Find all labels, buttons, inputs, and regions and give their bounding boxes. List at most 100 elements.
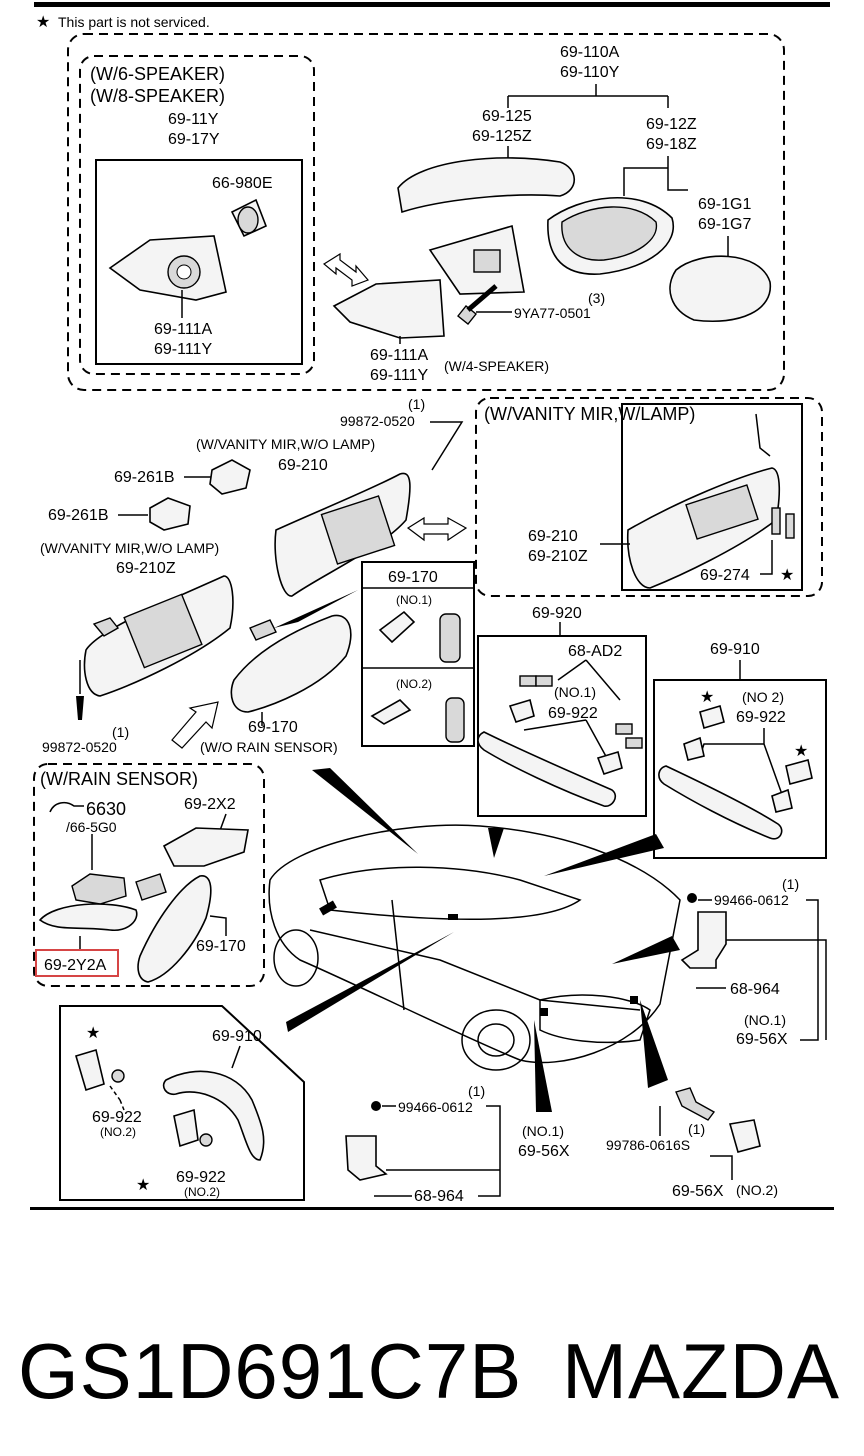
- rain-sensor-part: [71, 873, 127, 905]
- double-arrow-a: [322, 252, 370, 287]
- bracket-part-a: [680, 911, 727, 969]
- bolt-part-b: [675, 1087, 716, 1121]
- label-9YA77-0501: 9YA77-0501: [514, 305, 591, 321]
- bottom-rule: [30, 1207, 834, 1210]
- lamp-bulb-b: [785, 513, 795, 539]
- label-69-922-d: 69-922: [176, 1169, 226, 1186]
- grip-clip-910-d: [771, 788, 793, 813]
- label-no2-a: (NO.2): [396, 677, 432, 691]
- speaker-inner-box: [95, 159, 303, 365]
- connector-icon: [49, 801, 84, 813]
- label-69-56X-a: 69-56X: [736, 1031, 788, 1048]
- callout-wedge-2: [488, 828, 504, 858]
- grip-clip-910-c: [785, 759, 813, 785]
- label-qty-3: (3): [588, 290, 605, 306]
- label-69-920: 69-920: [532, 605, 582, 622]
- label-69-210Z: 69-210Z: [116, 560, 176, 577]
- assist-grip-910-part: [658, 765, 783, 840]
- label-69-56X-c: 69-56X: [672, 1183, 724, 1200]
- callout-wedge-6: [534, 1020, 552, 1112]
- label-no1-b: (NO.1): [554, 684, 596, 700]
- label-vanity-w-lamp: (W/VANITY MIR,W/LAMP): [484, 404, 695, 424]
- assist-grip-910-box: [653, 679, 827, 859]
- label-68-964-a: 68-964: [730, 981, 780, 998]
- label-no2-c: (NO.2): [100, 1125, 136, 1139]
- vanity-lamp-mirror: [685, 484, 759, 540]
- grip-clip-910-a: [699, 704, 725, 730]
- callout-wedge-4: [612, 936, 680, 964]
- label-no1-a: (NO.1): [396, 593, 432, 607]
- label-69-910-b: 69-910: [212, 1028, 262, 1045]
- label-no2-b: (NO 2): [742, 689, 784, 705]
- label-qty-1-b: (1): [112, 724, 129, 740]
- not-serviced-legend: ★ This part is not serviced.: [36, 14, 210, 31]
- label-69-110A: 69-110A: [560, 44, 620, 61]
- visor-clip-b: [149, 497, 191, 531]
- sensor-pointer-a: [274, 590, 358, 628]
- star-icon-grip-b: ★: [136, 1177, 150, 1194]
- label-69-1G1: 69-1G1: [698, 196, 751, 213]
- label-69-210: 69-210: [278, 457, 328, 474]
- label-vanity-wo-lamp-2: (W/VANITY MIR,W/O LAMP): [40, 540, 219, 556]
- bracket-part-b: [345, 1135, 388, 1181]
- label-69-111Y-a: 69-111Y: [154, 341, 212, 358]
- speaker-garnish-4spk-part: [332, 279, 445, 339]
- label-69-56X-b: 69-56X: [518, 1143, 570, 1160]
- star-icon: ★: [36, 14, 50, 31]
- label-69-17Y: 69-17Y: [168, 131, 220, 148]
- label-99466-0612-a: 99466-0612: [714, 892, 789, 908]
- label-68-964-b: 68-964: [414, 1188, 464, 1205]
- label-6630: 6630: [86, 799, 126, 819]
- vanity-mirror-b: [123, 593, 203, 669]
- mirror-mount-no2: [370, 699, 412, 725]
- rain-mount-part: [135, 873, 167, 901]
- label-68-AD2: 68-AD2: [568, 643, 622, 660]
- label-no1-d: (NO.1): [522, 1123, 564, 1139]
- mirror-mount-no1: [378, 610, 416, 644]
- mirror-glass-no2: [445, 697, 465, 743]
- label-no1-c: (NO.1): [744, 1012, 786, 1028]
- label-99872-0520-a: 99872-0520: [340, 413, 415, 429]
- label-69-261B-a: 69-261B: [114, 469, 175, 486]
- label-no2-e: (NO.2): [736, 1182, 778, 1198]
- label-69-111Y-b: 69-111Y: [370, 367, 428, 384]
- label-qty-1-d: (1): [468, 1083, 485, 1099]
- tweeter-part: [230, 198, 268, 238]
- label-vanity-wo-lamp-1: (W/VANITY MIR,W/O LAMP): [196, 436, 375, 452]
- assist-grip-bl-part: [162, 1070, 265, 1161]
- label-69-922-b: 69-922: [736, 709, 786, 726]
- vanity-lamp-inner-box: [621, 403, 803, 591]
- label-69-922-a: 69-922: [548, 705, 598, 722]
- label-69-170: 69-170: [248, 719, 298, 736]
- label-69-922-c: 69-922: [92, 1109, 142, 1126]
- rain-mirror-part: [137, 875, 212, 983]
- label-99466-0612-b: 99466-0612: [398, 1099, 473, 1115]
- speaker-group-label-2: (W/8-SPEAKER): [90, 86, 225, 106]
- footer-part-number: GS1D691C7B: [18, 1327, 522, 1415]
- rear-view-mirror-part: [230, 614, 352, 713]
- mirror-housing-part: [547, 196, 675, 275]
- label-69-111A-a: 69-111A: [154, 321, 212, 338]
- arrow-to-mirror: [171, 701, 219, 749]
- bracket-part-c: [728, 1119, 761, 1153]
- label-69-18Z: 69-18Z: [646, 136, 697, 153]
- label-69-210-lamp: 69-210: [528, 528, 578, 545]
- grip-bracket-b: [173, 1108, 199, 1148]
- label-69-910-a: 69-910: [710, 641, 760, 658]
- visor-hinge: [92, 617, 120, 637]
- star-icon-grip-a: ★: [86, 1025, 100, 1042]
- label-w4-speaker: (W/4-SPEAKER): [444, 358, 549, 374]
- label-rain-sensor: (W/RAIN SENSOR): [40, 769, 198, 789]
- label-69-170-rain: 69-170: [196, 938, 246, 955]
- label-no2-d: (NO.2): [184, 1185, 220, 1199]
- mirror-arm: [249, 619, 277, 641]
- car-outline: [268, 824, 681, 1071]
- label-qty-1-e: (1): [688, 1121, 705, 1137]
- label-69-210Z-lamp: 69-210Z: [528, 548, 588, 565]
- vanity-lamp-group-box: [475, 397, 823, 597]
- mirror-base-part: [428, 224, 525, 295]
- label-99872-0520-b: 99872-0520: [42, 739, 117, 755]
- top-rule: [34, 2, 830, 7]
- star-icon-910-a: ★: [700, 689, 714, 706]
- double-arrow-b: [406, 516, 468, 542]
